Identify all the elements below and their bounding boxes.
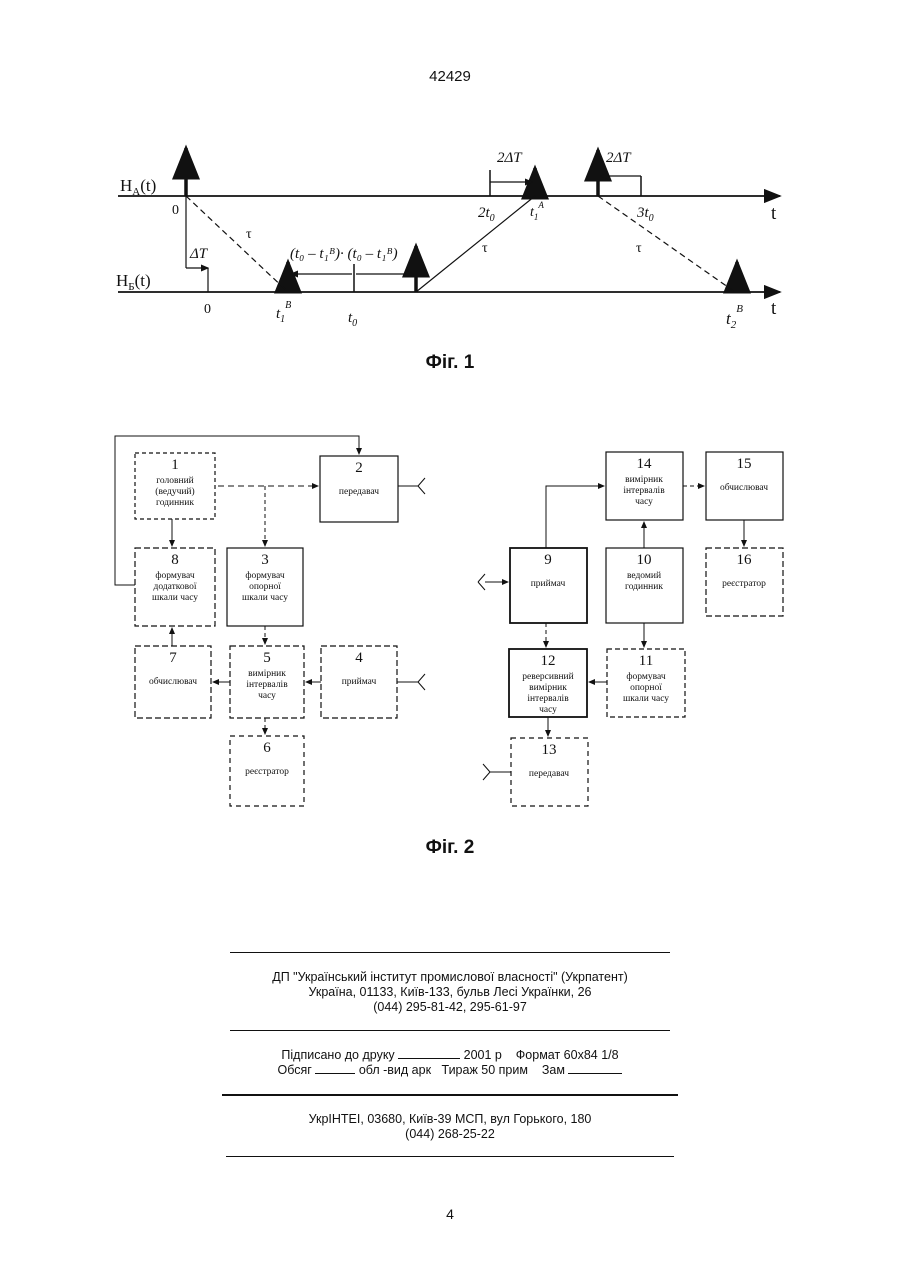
axis-b-label: HБ(t) — [116, 271, 151, 293]
block-7-number: 7 — [169, 650, 177, 666]
volume-blank — [315, 1073, 355, 1074]
org-line-1: ДП "Український інститут промислової вла… — [230, 970, 670, 985]
block-9-number: 9 — [544, 552, 552, 568]
tau-3: τ — [636, 241, 642, 256]
figure1-timing-diagram: HA(t) HБ(t) t t 0 0 ΔT 2ΔT 2ΔT τ τ τ 2t0… — [0, 0, 900, 400]
label-t1a: t1A — [530, 200, 544, 222]
imprint-org: ДП "Український інститут промислової вла… — [230, 970, 670, 1015]
origin-b: 0 — [204, 302, 211, 317]
tau-line-2 — [416, 196, 535, 292]
antenna-9 — [478, 574, 508, 590]
block-11-number: 11 — [639, 653, 653, 669]
label-t1b: t1B — [276, 300, 291, 325]
tau-2: τ — [482, 241, 488, 256]
two-delta-t-1: 2ΔT — [497, 150, 523, 166]
label-t2b: t2B — [726, 303, 743, 331]
print-line-1: Підписано до друку 2001 р Формат 60х84 1… — [230, 1048, 670, 1063]
block-4-label: приймач — [342, 676, 377, 687]
rule-3 — [222, 1094, 678, 1096]
page-number: 4 — [0, 1206, 900, 1222]
conn-9-14 — [546, 486, 604, 548]
block-3-number: 3 — [261, 552, 269, 568]
interval-label: (t₀ – t₁ᴮ)· (t₀ – t₁ᴮ) — [290, 246, 398, 262]
signed-blank — [398, 1058, 460, 1059]
label-2t0: 2t0 — [478, 205, 495, 224]
order-label: Зам — [542, 1063, 565, 1077]
axis-a-label: HA(t) — [120, 176, 156, 198]
printer-line-1: УкрІНТЕІ, 03680, Київ-39 МСП, вул Горько… — [230, 1112, 670, 1127]
two-delta-t-2: 2ΔT — [606, 150, 632, 166]
block-8-number: 8 — [171, 552, 179, 568]
label-3t0: 3t0 — [636, 205, 654, 224]
rule-2 — [230, 1030, 670, 1031]
block-6-label: реєстратор — [245, 767, 289, 777]
block-2-label: передавач — [339, 487, 379, 497]
block-1-label: головний(ведучий)годинник — [155, 475, 194, 508]
signed-label: Підписано до друку — [281, 1048, 394, 1062]
circulation: Тираж 50 прим — [441, 1063, 527, 1077]
t-label-b: t — [771, 298, 777, 319]
tau-line-1 — [186, 196, 288, 292]
figure1-caption: Фіг. 1 — [0, 352, 900, 374]
imprint-printer: УкрІНТЕІ, 03680, Київ-39 МСП, вул Горько… — [230, 1112, 670, 1142]
origin-a: 0 — [172, 203, 179, 218]
volume-unit: обл -вид арк — [359, 1063, 431, 1077]
signed-year: 2001 р — [464, 1048, 502, 1062]
figure2-caption: Фіг. 2 — [0, 837, 900, 859]
org-line-3: (044) 295-81-42, 295-61-97 — [230, 1000, 670, 1015]
figure2-block-diagram: 1 головний(ведучий)годинник 2 передавач 3 фор… — [0, 420, 900, 825]
block-8-label: формувачдодатковоїшкали часу — [152, 570, 198, 603]
block-12-number: 12 — [541, 653, 556, 669]
antenna-13 — [483, 764, 511, 780]
volume-label: Обсяг — [278, 1063, 312, 1077]
block-2-number: 2 — [355, 460, 363, 476]
block-15-label: обчислювач — [720, 482, 768, 493]
block-13-label: передавач — [529, 769, 569, 779]
block-10-number: 10 — [637, 552, 652, 568]
block-5-number: 5 — [263, 650, 271, 666]
block-15-number: 15 — [737, 456, 752, 472]
order-blank — [568, 1073, 622, 1074]
org-line-2: Україна, 01133, Київ-133, бульв Лесі Укр… — [230, 985, 670, 1000]
block-16-label: реєстратор — [722, 579, 766, 589]
tau-1: τ — [246, 227, 252, 242]
block-14-number: 14 — [637, 456, 653, 472]
block-7-label: обчислювач — [149, 676, 197, 687]
printer-line-2: (044) 268-25-22 — [230, 1127, 670, 1142]
label-t0: t0 — [348, 310, 357, 329]
block-1-number: 1 — [171, 457, 179, 473]
antenna-2 — [398, 478, 425, 494]
rule-1 — [230, 952, 670, 953]
t-label-a: t — [771, 203, 777, 224]
tau-line-3 — [598, 196, 735, 292]
rule-4 — [226, 1156, 674, 1157]
block-4-number: 4 — [355, 650, 363, 666]
block-9-label: приймач — [531, 578, 566, 589]
block-6-number: 6 — [263, 740, 271, 756]
imprint-print-info: Підписано до друку 2001 р Формат 60х84 1… — [230, 1048, 670, 1078]
print-line-2: Обсяг обл -вид арк Тираж 50 прим Зам — [230, 1063, 670, 1078]
block-16-number: 16 — [737, 552, 753, 568]
antenna-4 — [397, 674, 425, 690]
block-13-number: 13 — [542, 742, 557, 758]
delta-t-label: ΔT — [189, 246, 209, 262]
format: Формат 60х84 1/8 — [516, 1048, 619, 1062]
